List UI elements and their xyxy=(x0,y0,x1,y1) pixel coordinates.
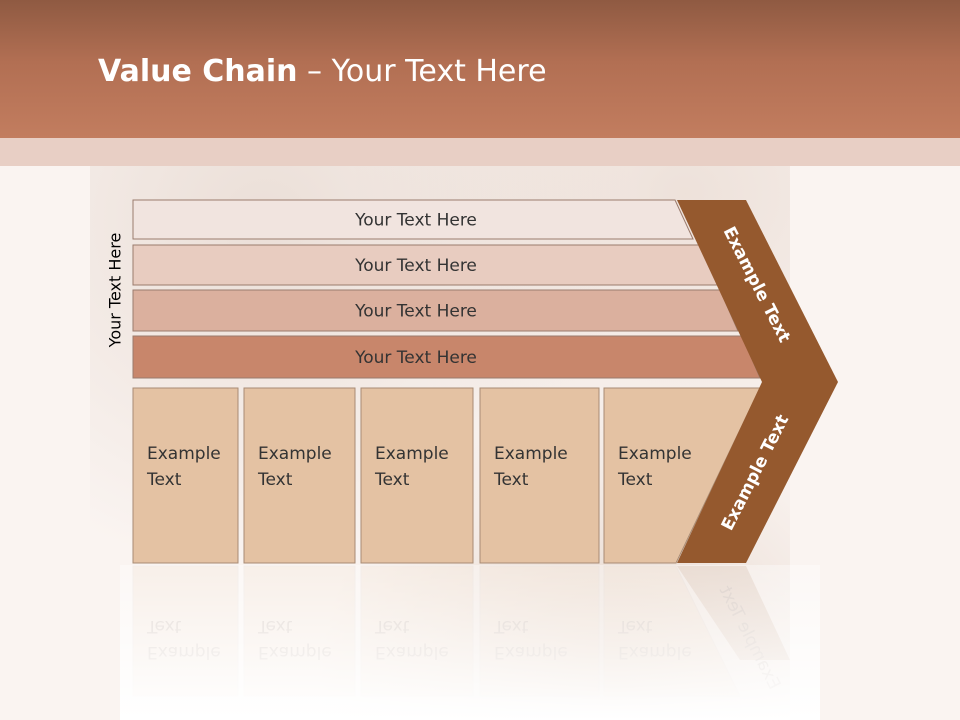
primary-column-5 xyxy=(603,387,761,564)
support-row-label: Your Text Here xyxy=(354,211,477,231)
support-row-1 xyxy=(132,199,694,240)
support-row-label: Your Text Here xyxy=(354,348,477,368)
chevron-upper-arm xyxy=(677,200,838,382)
header-banner xyxy=(0,0,960,138)
column-label-line1: Example xyxy=(375,444,449,464)
chevron-lower-arm xyxy=(677,382,838,563)
column-label-line1: Example xyxy=(494,444,568,464)
primary-column-2 xyxy=(243,387,356,564)
title-bold: Value Chain xyxy=(98,54,298,89)
support-row-label: Your Text Here xyxy=(354,302,477,322)
primary-column-1 xyxy=(132,387,239,564)
column-label-line1: Example xyxy=(147,444,221,464)
support-row-4 xyxy=(132,335,761,379)
column-label-line2: Text xyxy=(146,470,182,490)
slide-title: Value Chain – Your Text Here xyxy=(98,54,547,89)
support-row-label: Your Text Here xyxy=(354,256,477,276)
header-band xyxy=(0,138,960,166)
support-row-3 xyxy=(132,289,739,332)
primary-column-4 xyxy=(479,387,600,564)
column-label-line1: Example xyxy=(618,444,692,464)
column-label-line2: Text xyxy=(493,470,529,490)
column-label-line2: Text xyxy=(374,470,410,490)
title-rest: – Your Text Here xyxy=(297,54,547,89)
column-label-line2: Text xyxy=(257,470,293,490)
primary-column-3 xyxy=(360,387,474,564)
column-label-line2: Text xyxy=(617,470,653,490)
column-label-line1: Example xyxy=(258,444,332,464)
reflection-fade xyxy=(120,565,820,720)
